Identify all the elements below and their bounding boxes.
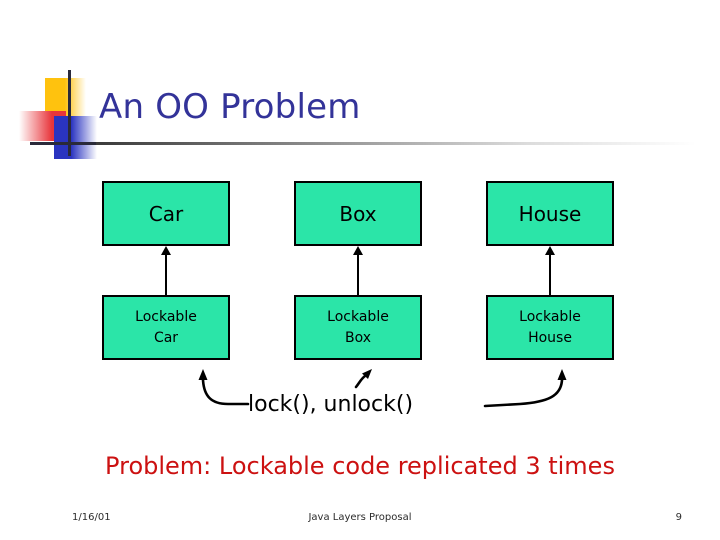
footer-title: Java Layers Proposal <box>308 512 412 523</box>
class-box-label-line2: House <box>528 329 572 346</box>
class-box-box: Box <box>294 181 422 246</box>
callout-arrow-right <box>483 369 567 408</box>
footer-page-number: 9 <box>675 512 682 523</box>
problem-statement: Problem: Lockable code replicated 3 time… <box>105 452 615 480</box>
title-decoration-logo <box>16 70 112 159</box>
class-box-house: House <box>486 181 614 246</box>
class-box-label: Car <box>148 201 184 226</box>
callout-label-lock-unlock: lock(), unlock() <box>248 392 414 417</box>
logo-blue-square <box>54 116 97 159</box>
class-box-label-line2: Car <box>153 329 179 346</box>
class-box-label: Box <box>339 201 377 226</box>
slide-footer: 1/16/01 Java Layers Proposal 9 <box>0 508 720 532</box>
arrowhead-icon <box>545 246 555 255</box>
arrowhead-icon <box>161 246 171 255</box>
arrowhead-icon <box>353 246 363 255</box>
class-box-car: Car <box>102 181 230 246</box>
class-box-label-line1: Lockable <box>327 308 389 325</box>
class-box-label-line1: Lockable <box>519 308 581 325</box>
class-box-lockable-house: Lockable House <box>486 295 614 360</box>
class-box-label-line2: Box <box>344 329 372 346</box>
arrow-shaft <box>165 252 167 296</box>
title-underline-rule <box>96 142 696 145</box>
class-box-lockable-car: Lockable Car <box>102 295 230 360</box>
page-title: An OO Problem <box>99 87 361 127</box>
arrow-shaft <box>357 252 359 296</box>
class-box-label-line1: Lockable <box>135 308 197 325</box>
arrow-shaft <box>549 252 551 296</box>
callout-arrow-left <box>198 369 250 406</box>
inheritance-arrow-house <box>543 246 557 296</box>
footer-date: 1/16/01 <box>72 512 111 523</box>
inheritance-arrow-box <box>351 246 365 296</box>
class-box-label: House <box>518 201 582 226</box>
logo-yellow-square <box>45 78 86 116</box>
logo-horizontal-line <box>30 142 112 145</box>
inheritance-arrow-car <box>159 246 173 296</box>
class-box-label: Lockable Box <box>327 307 389 349</box>
callout-arrow-middle <box>354 369 372 389</box>
logo-vertical-line <box>68 70 71 156</box>
class-box-label: Lockable House <box>519 307 581 349</box>
class-box-label: Lockable Car <box>135 307 197 349</box>
class-box-lockable-box: Lockable Box <box>294 295 422 360</box>
